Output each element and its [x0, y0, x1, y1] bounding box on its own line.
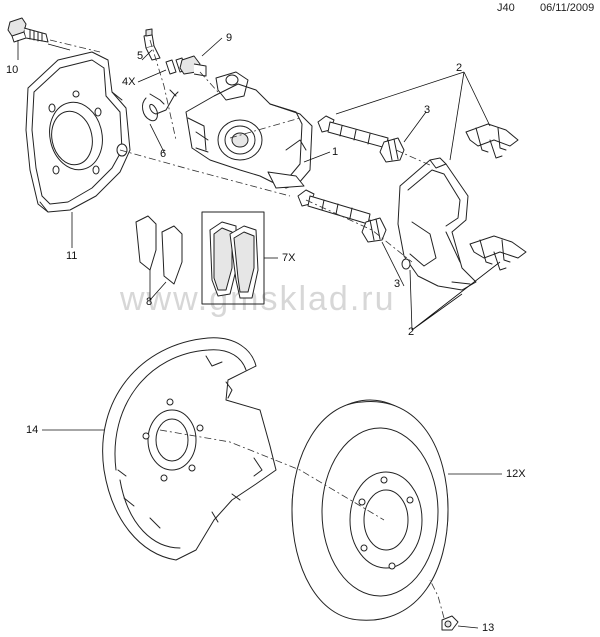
part-1-caliper — [185, 71, 313, 189]
part-9-bolt — [179, 55, 207, 77]
callout-6: 6 — [160, 148, 167, 160]
callout-11: 11 — [66, 250, 78, 262]
callout-5: 5 — [137, 50, 144, 62]
diagram-date: 06/11/2009 — [540, 2, 595, 14]
callout-1: 1 — [332, 146, 339, 158]
part-12-brake-disc — [291, 399, 449, 621]
callout-10: 10 — [6, 64, 19, 76]
part-2-clip-upper — [465, 123, 519, 159]
callout-12x: 12X — [506, 468, 526, 480]
callout-3-lower: 3 — [394, 278, 401, 290]
assembly-center-lines — [49, 39, 445, 619]
callout-2-lower: 2 — [408, 326, 415, 338]
callout-3-upper: 3 — [424, 104, 431, 116]
part-8-shims — [135, 215, 183, 285]
diagram-code: J40 — [497, 2, 515, 14]
callout-2-upper: 2 — [456, 62, 463, 74]
part-2-guide-pin-lower — [297, 189, 371, 225]
callout-14: 14 — [26, 424, 39, 436]
watermark: www.gmsklad.ru — [120, 280, 396, 318]
part-7-brake-pads — [201, 211, 265, 305]
callout-9: 9 — [226, 32, 233, 44]
callout-7x: 7X — [282, 252, 296, 264]
part-2-clip-lower — [469, 235, 527, 271]
callout-leader-lines — [17, 37, 502, 629]
part-3-boot-upper — [379, 137, 405, 163]
part-13-screw — [441, 615, 459, 631]
callout-13: 13 — [482, 622, 495, 634]
part-3-boot-lower — [361, 217, 387, 243]
callout-8: 8 — [146, 296, 153, 308]
part-14-splash-shield — [102, 337, 277, 561]
part-2-guide-pin-upper — [317, 115, 389, 149]
part-2-carrier-bracket — [397, 157, 477, 291]
part-10-bolt — [7, 17, 49, 43]
part-6-spring-clip — [142, 89, 179, 122]
callout-4x: 4X — [122, 76, 136, 88]
part-11-bracket-plate — [25, 51, 131, 213]
